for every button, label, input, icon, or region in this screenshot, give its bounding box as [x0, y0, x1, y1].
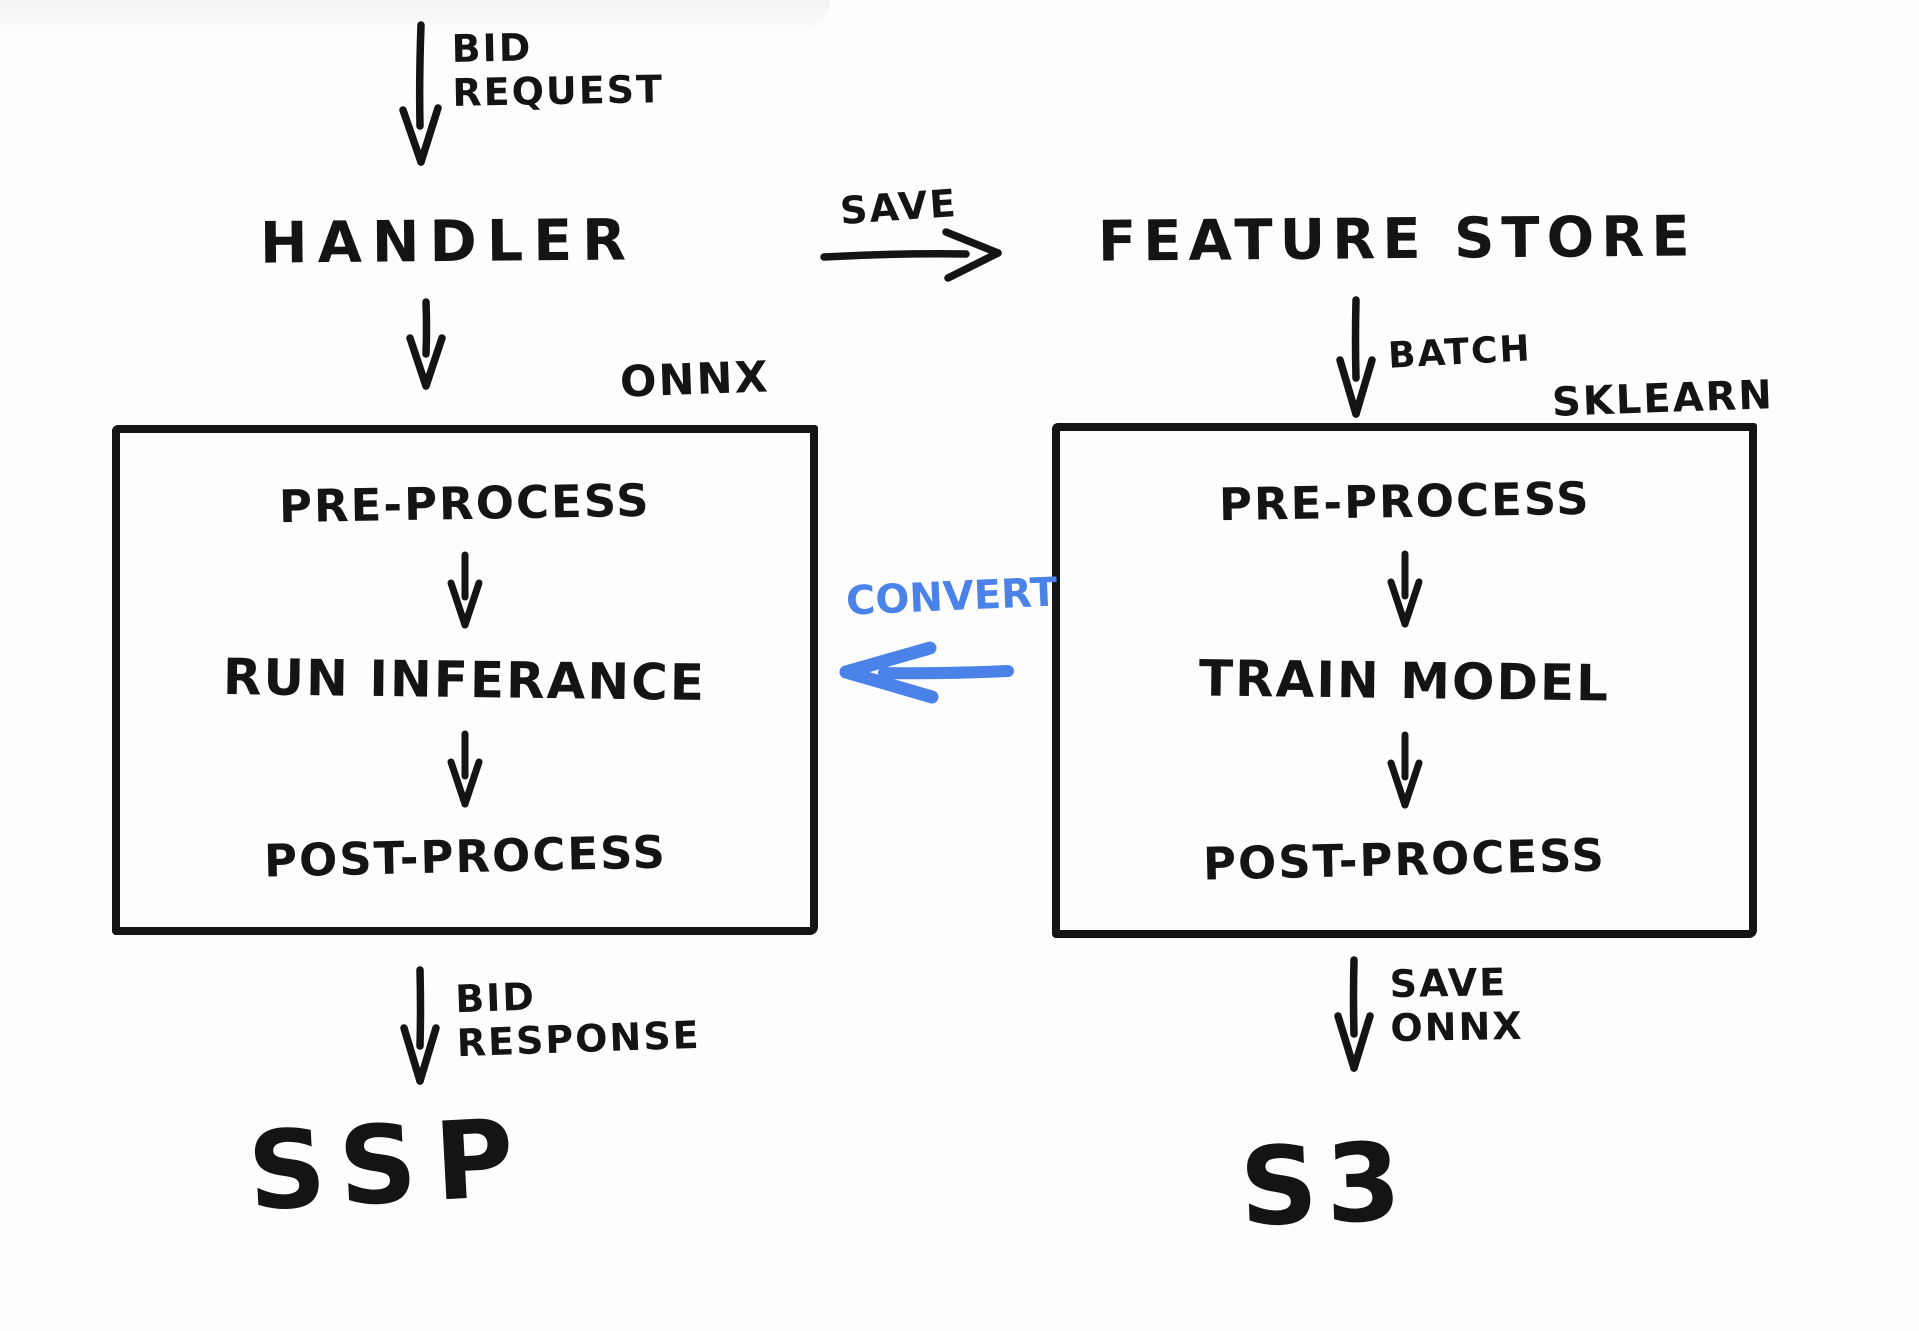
convert-label: CONVERT [845, 569, 1059, 625]
save-onnx-line1: SAVE [1389, 960, 1508, 1007]
bid-request-line1: BID [451, 25, 533, 71]
sklearn-tag: SKLEARN [1551, 372, 1775, 426]
training-step-post-process: POST-PROCESS [1202, 828, 1607, 891]
inference-step-pre-process: PRE-PROCESS [278, 473, 652, 534]
training-step-train-model: TRAIN MODEL [1198, 648, 1611, 713]
bid-response-label: BID RESPONSE [455, 970, 702, 1066]
bid-response-down-arrow-icon [400, 966, 440, 1085]
ssp-endpoint: SSP [244, 1095, 535, 1236]
inference-step-post-process: POST-PROCESS [263, 825, 667, 888]
inference-box: PRE-PROCESS RUN INFERANCE POST-PROCESS [112, 425, 818, 935]
bid-request-down-arrow-icon [399, 21, 442, 166]
step-down-arrow-icon [1387, 731, 1422, 809]
bid-request-line2: REQUEST [451, 66, 665, 115]
step-down-arrow-icon [447, 551, 483, 628]
step-down-arrow-icon [1387, 550, 1422, 628]
handler-node: HANDLER [259, 207, 637, 277]
background-shading [0, 0, 830, 36]
training-box: PRE-PROCESS TRAIN MODEL POST-PROCESS [1052, 423, 1757, 938]
bid-response-line2: RESPONSE [456, 1012, 702, 1065]
batch-label: BATCH [1387, 328, 1533, 377]
step-down-arrow-icon [447, 730, 483, 807]
s3-endpoint: S3 [1237, 1120, 1412, 1251]
onnx-tag: ONNX [619, 352, 771, 408]
inference-step-run-inferance: RUN INFERANCE [223, 648, 707, 712]
save-onnx-label: SAVE ONNX [1389, 960, 1524, 1051]
save-onnx-line2: ONNX [1389, 1003, 1524, 1050]
convert-left-arrow-icon [839, 641, 1014, 704]
batch-down-arrow-icon [1336, 296, 1376, 418]
training-step-pre-process: PRE-PROCESS [1218, 471, 1591, 532]
feature-store-node: FEATURE STORE [1097, 204, 1697, 275]
handler-down-arrow-icon [406, 298, 446, 390]
save-right-arrow-icon [820, 228, 1002, 282]
bid-request-label: BID REQUEST [451, 24, 664, 115]
save-onnx-down-arrow-icon [1334, 956, 1374, 1072]
